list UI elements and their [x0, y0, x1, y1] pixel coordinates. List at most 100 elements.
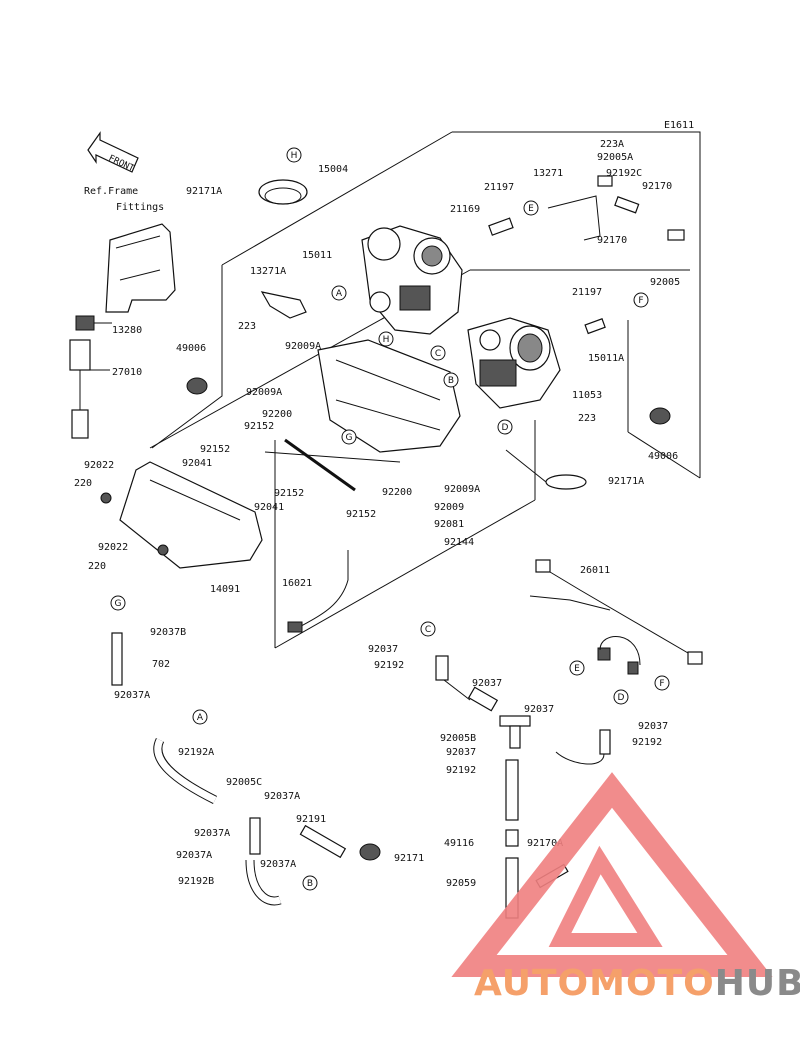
diagram-id: E1611	[664, 120, 694, 131]
svg-text:G: G	[115, 599, 122, 609]
fittings-top	[488, 175, 685, 335]
part-label: 13280	[112, 325, 142, 336]
plate-part	[260, 291, 307, 319]
callout-f-top: F	[633, 292, 649, 308]
part-label: 223	[238, 321, 256, 332]
part-label: 92009	[434, 502, 464, 513]
washer-part	[100, 492, 112, 504]
watermark-logo-icon	[451, 772, 773, 977]
part-label: 92005B	[440, 733, 476, 744]
callout-b-mid: B	[443, 372, 459, 388]
callouts: H E A F H C B D G G C E F D A B	[110, 147, 670, 891]
part-label: 92037B	[150, 627, 186, 638]
part-label: 21197	[484, 182, 514, 193]
callout-b-lower: B	[302, 875, 318, 891]
part-label: 92192	[374, 660, 404, 671]
svg-text:E: E	[574, 664, 580, 674]
part-label: 92009A	[246, 387, 282, 398]
callout-c-lower: C	[420, 621, 436, 637]
part-label: 220	[88, 561, 106, 572]
part-label: 92022	[84, 460, 114, 471]
part-label: 92171A	[186, 186, 222, 197]
svg-text:C: C	[425, 625, 431, 635]
part-label: 92037A	[114, 690, 150, 701]
svg-text:B: B	[307, 879, 313, 889]
clamp-part-right	[545, 474, 587, 490]
svg-text:F: F	[659, 679, 664, 689]
part-label: 92059	[446, 878, 476, 889]
part-label: 49006	[176, 343, 206, 354]
watermark-part2: HUB	[714, 963, 800, 1004]
hose-assembly-left	[153, 737, 381, 906]
svg-text:A: A	[336, 289, 343, 299]
svg-text:B: B	[448, 376, 454, 386]
part-label: 15011A	[588, 353, 624, 364]
side-cover-part	[119, 461, 263, 569]
part-label: 92170A	[527, 838, 563, 849]
part-label: 92009A	[285, 341, 321, 352]
cover-part	[317, 339, 461, 453]
part-label: 92144	[444, 537, 474, 548]
tube-702	[111, 632, 123, 686]
part-labels: 223A 92005A 13271 92192C 92170 21197 211…	[74, 139, 680, 889]
part-label: 92037	[472, 678, 502, 689]
callout-d-mid: D	[497, 419, 513, 435]
part-label: 15011	[302, 250, 332, 261]
part-label: 92041	[254, 502, 284, 513]
part-label: 92152	[346, 509, 376, 520]
svg-text:F: F	[638, 296, 643, 306]
cable-part	[297, 550, 349, 629]
rubber-part-left	[186, 377, 208, 395]
callout-g-left: G	[110, 595, 126, 611]
svg-text:C: C	[435, 349, 441, 359]
svg-text:E: E	[528, 204, 534, 214]
part-label: 92171A	[608, 476, 644, 487]
callout-c-mid: C	[430, 345, 446, 361]
part-label: 92037	[638, 721, 668, 732]
callout-g-mid: G	[341, 429, 357, 445]
callout-h-mid: H	[378, 331, 394, 347]
part-label: 92037	[446, 747, 476, 758]
watermark-part1: AUTOMOTO	[474, 963, 715, 1004]
part-label: 92037A	[260, 859, 296, 870]
part-label: 92192A	[178, 747, 214, 758]
part-label: 92037	[524, 704, 554, 715]
part-label: 92200	[262, 409, 292, 420]
part-label: 92191	[296, 814, 326, 825]
part-label: 14091	[210, 584, 240, 595]
part-label: 223	[578, 413, 596, 424]
part-label: 92005A	[597, 152, 633, 163]
part-label: 92200	[382, 487, 412, 498]
callout-d-lower: D	[613, 689, 629, 705]
part-label: 27010	[112, 367, 142, 378]
svg-text:G: G	[346, 433, 353, 443]
part-label: 92170	[642, 181, 672, 192]
part-label: 21197	[572, 287, 602, 298]
svg-text:H: H	[291, 151, 298, 161]
part-label: 92152	[244, 421, 274, 432]
clamp-part	[258, 179, 308, 205]
hose-assembly-right	[555, 729, 611, 765]
ref-frame-line2: Fittings	[116, 202, 164, 213]
part-label: 49006	[648, 451, 678, 462]
part-label: 92037	[368, 644, 398, 655]
callout-a-top: A	[331, 285, 347, 301]
ref-frame-line1: Ref.Frame	[84, 186, 138, 197]
part-label: 92041	[182, 458, 212, 469]
part-label: 21169	[450, 204, 480, 215]
callout-e-lower: E	[569, 660, 585, 676]
svg-text:H: H	[383, 335, 390, 345]
part-label: 702	[152, 659, 170, 670]
callout-a-lower: A	[192, 709, 208, 725]
part-label: 92037A	[264, 791, 300, 802]
part-label: 92022	[98, 542, 128, 553]
part-label: 92192	[446, 765, 476, 776]
part-label: 92005	[650, 277, 680, 288]
connector-part	[75, 315, 95, 331]
part-label: 92170	[597, 235, 627, 246]
part-label: 92037A	[176, 850, 212, 861]
part-label: 16021	[282, 578, 312, 589]
callout-f-lower: F	[654, 675, 670, 691]
